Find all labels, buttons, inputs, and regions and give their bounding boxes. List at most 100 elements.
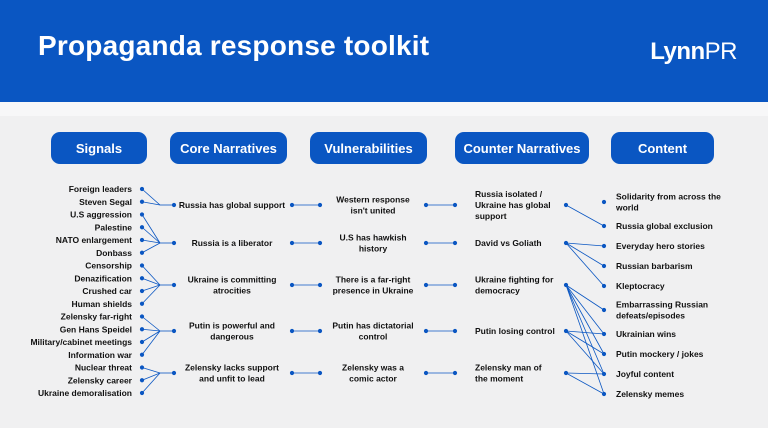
signal-edge	[141, 367, 161, 374]
signal-label: Censorship	[85, 261, 132, 271]
signal-label: Nuclear threat	[75, 363, 132, 373]
content-dot	[601, 331, 607, 337]
vuln-out-dot	[423, 282, 429, 288]
content-label: Russia global exclusion	[616, 221, 713, 231]
content-dot	[601, 283, 607, 289]
header-divider	[0, 102, 768, 116]
signal-dot	[139, 378, 145, 383]
vuln-out-dot	[423, 328, 429, 334]
signal-label: NATO enlargement	[56, 235, 132, 245]
signal-edge	[141, 372, 161, 394]
signal-dot	[139, 365, 145, 370]
signal-label: Gen Hans Speidel	[60, 324, 132, 334]
core-out-dot	[289, 202, 295, 208]
counter-content-edge	[565, 284, 605, 355]
signal-dot	[139, 212, 145, 217]
counter-in-dot	[452, 328, 458, 334]
content-dot	[601, 223, 607, 229]
signal-edge	[141, 330, 161, 355]
core-out-dot	[289, 240, 295, 246]
content-dot	[601, 263, 607, 269]
vuln-out-dot	[423, 370, 429, 376]
counter-content-edge	[565, 284, 605, 395]
counter-in-dot	[452, 282, 458, 288]
content-label: Joyful content	[616, 369, 674, 379]
vuln-in-dot	[317, 370, 323, 376]
signal-label: Ukraine demoralisation	[38, 388, 132, 398]
signal-dot	[139, 199, 145, 204]
vuln-in-dot	[317, 282, 323, 288]
core-in-dot	[171, 240, 177, 246]
counter-content-edge	[565, 330, 605, 375]
content-dot	[601, 199, 607, 205]
signal-edge	[141, 277, 161, 286]
counter-content-edge	[565, 242, 605, 247]
core-out-dot	[289, 328, 295, 334]
core-out-dot	[289, 282, 295, 288]
signal-edge	[141, 316, 161, 332]
header-banner: Propaganda response toolkit LynnPR	[0, 0, 768, 102]
vuln-out-dot	[423, 240, 429, 246]
signal-label: Steven Segal	[79, 197, 132, 207]
content-dot	[601, 351, 607, 357]
content-dot	[601, 307, 607, 313]
counter-content-edge	[565, 284, 605, 311]
vuln-in-dot	[317, 240, 323, 246]
signal-label: U.S aggression	[70, 210, 132, 220]
core-in-dot	[171, 370, 177, 376]
counter-content-edge	[565, 330, 605, 335]
core-narrative-label: Russia has global support	[179, 200, 285, 210]
lynnpr-logo: LynnPR	[650, 38, 737, 65]
core-in-dot	[171, 328, 177, 334]
counter-narrative-label: David vs Goliath	[475, 238, 542, 248]
page-title: Propaganda response toolkit	[38, 30, 430, 61]
signal-dot	[139, 250, 145, 255]
signal-dot	[139, 186, 145, 192]
signal-edge	[141, 188, 161, 206]
signal-edge	[141, 242, 161, 254]
counter-content-edge	[565, 372, 605, 375]
content-dot	[601, 371, 607, 377]
vuln-in-dot	[317, 202, 323, 208]
counter-content-edge	[565, 330, 605, 355]
signal-label: Donbass	[96, 248, 132, 258]
signal-edge	[141, 284, 161, 292]
signal-edge	[141, 265, 161, 286]
signal-label: Military/cabinet meetings	[30, 337, 132, 347]
signal-label: Denazification	[74, 273, 132, 283]
signal-label: Crushed car	[82, 286, 132, 296]
column-header-counter-narratives: Counter Narratives	[455, 132, 589, 164]
counter-content-edge	[565, 372, 605, 395]
counter-in-dot	[452, 370, 458, 376]
content-dot	[601, 391, 607, 397]
counter-content-edge	[565, 284, 605, 335]
core-in-dot	[171, 202, 177, 208]
content-label: Everyday hero stories	[616, 241, 705, 251]
signal-dot	[139, 301, 145, 306]
signal-dot	[139, 263, 145, 268]
signal-dot	[139, 237, 145, 243]
signal-label: Information war	[68, 350, 132, 360]
signal-edge	[141, 214, 161, 244]
counter-content-edge	[565, 242, 605, 267]
content-label: Kleptocracy	[616, 281, 665, 291]
counter-in-dot	[452, 240, 458, 246]
signal-edge	[141, 239, 161, 244]
signal-label: Zelensky career	[68, 375, 133, 385]
content-label: Russian barbarism	[616, 261, 693, 271]
vuln-out-dot	[423, 202, 429, 208]
signal-dot	[139, 288, 145, 294]
column-header-signals: Signals	[51, 132, 147, 164]
